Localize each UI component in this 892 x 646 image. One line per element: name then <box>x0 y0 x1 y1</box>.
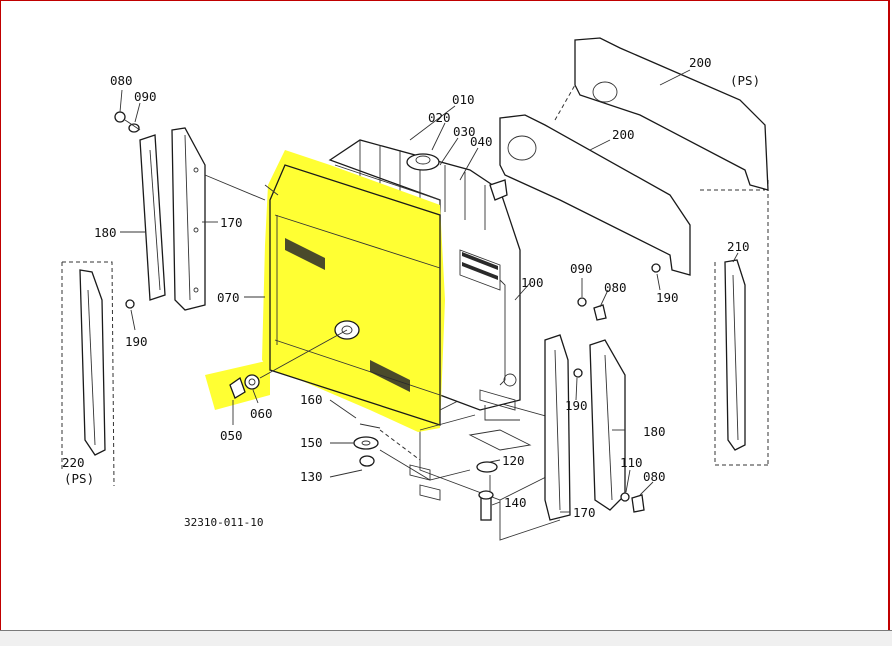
bottom-hardware <box>353 423 498 521</box>
label-120: 120 <box>502 453 525 468</box>
label-160: 160 <box>300 392 323 407</box>
label-030: 030 <box>453 124 476 139</box>
label-190-right: 190 <box>656 290 679 305</box>
label-220: 220 <box>62 455 85 470</box>
label-080-lower: 080 <box>643 469 666 484</box>
label-210: 210 <box>727 239 750 254</box>
label-200-top: 200 <box>689 55 712 70</box>
label-080: 080 <box>110 73 133 88</box>
label-200-ps: (PS) <box>730 73 760 88</box>
label-170-right: 170 <box>573 505 596 520</box>
window-bottom-strip <box>0 630 892 646</box>
label-090: 090 <box>134 89 157 104</box>
label-190: 190 <box>125 334 148 349</box>
image-frame <box>0 0 890 630</box>
label-050: 050 <box>220 428 243 443</box>
label-060: 060 <box>250 406 273 421</box>
label-130: 130 <box>300 469 323 484</box>
label-040: 040 <box>470 134 493 149</box>
right-side-brackets <box>544 180 769 521</box>
label-150: 150 <box>300 435 323 450</box>
label-020: 020 <box>428 110 451 125</box>
label-080-right: 080 <box>604 280 627 295</box>
label-190-lower: 190 <box>565 398 588 413</box>
part-labels: 080 090 180 170 070 190 050 060 160 150 … <box>62 55 760 529</box>
label-180: 180 <box>94 225 117 240</box>
document-number: 32310-011-10 <box>184 516 263 529</box>
label-110: 110 <box>620 455 643 470</box>
label-090-right: 090 <box>570 261 593 276</box>
label-140: 140 <box>504 495 527 510</box>
highlighted-shroud-070 <box>205 150 476 432</box>
top-panels-200 <box>499 37 769 276</box>
part-220-box <box>61 261 115 487</box>
label-200: 200 <box>612 127 635 142</box>
label-100: 100 <box>521 275 544 290</box>
label-070: 070 <box>217 290 240 305</box>
label-180-right: 180 <box>643 424 666 439</box>
left-side-brackets <box>114 111 206 311</box>
label-220-ps: (PS) <box>64 471 94 486</box>
label-010: 010 <box>452 92 475 107</box>
leader-lines <box>119 69 739 513</box>
label-170: 170 <box>220 215 243 230</box>
